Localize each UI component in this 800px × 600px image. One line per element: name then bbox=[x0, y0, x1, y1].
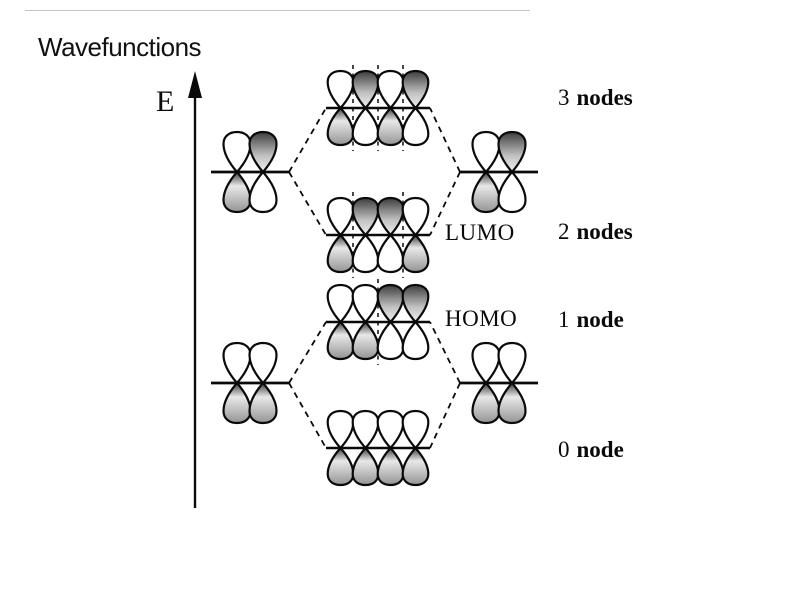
p-orbital-lobe bbox=[401, 446, 430, 487]
p-orbital-lobe bbox=[222, 130, 252, 174]
p-orbital-lobe bbox=[401, 320, 430, 361]
p-orbital bbox=[326, 409, 355, 487]
p-orbital-lobe bbox=[222, 381, 252, 425]
p-orbital-lobe bbox=[376, 69, 405, 110]
node-count-number: 0 bbox=[558, 437, 570, 462]
p-orbital-lobe bbox=[376, 320, 405, 361]
correlation-dashed-line bbox=[288, 171, 327, 236]
homo-label: HOMO bbox=[445, 306, 518, 331]
p-orbital bbox=[471, 341, 501, 425]
lumo-label: LUMO bbox=[445, 220, 515, 245]
p-orbital-lobe bbox=[471, 341, 501, 385]
correlation-dashed-line bbox=[288, 107, 327, 173]
p-orbital-lobe bbox=[326, 283, 355, 324]
p-orbital-lobe bbox=[401, 233, 430, 274]
p-orbital bbox=[248, 130, 278, 214]
correlation-dashed-line bbox=[429, 107, 461, 173]
p-orbital bbox=[376, 283, 405, 361]
correlation-dashed-line bbox=[288, 382, 327, 449]
p-orbital-lobe bbox=[351, 320, 380, 361]
p-orbital-lobe bbox=[351, 446, 380, 487]
p-orbital-lobe bbox=[376, 196, 405, 237]
p-orbital-lobe bbox=[376, 409, 405, 450]
node-count-word: node bbox=[576, 437, 624, 462]
p-orbital-lobe bbox=[222, 341, 252, 385]
p-orbital-lobe bbox=[222, 170, 252, 214]
node-count-number: 2 bbox=[558, 219, 570, 244]
p-orbital-lobe bbox=[326, 196, 355, 237]
p-orbital-lobe bbox=[401, 196, 430, 237]
p-orbital-lobe bbox=[497, 130, 527, 174]
p-orbital-lobe bbox=[326, 69, 355, 110]
p-orbital-lobe bbox=[471, 130, 501, 174]
p-orbital bbox=[401, 69, 430, 147]
p-orbital bbox=[222, 130, 252, 214]
energy-axis-label: E bbox=[156, 85, 175, 118]
p-orbital bbox=[326, 283, 355, 361]
p-orbital-lobe bbox=[248, 130, 278, 174]
slide-border-line bbox=[25, 10, 530, 11]
node-count-word: nodes bbox=[576, 85, 633, 110]
node-count-word: node bbox=[576, 307, 624, 332]
p-orbital-lobe bbox=[326, 446, 355, 487]
node-count-number: 1 bbox=[558, 307, 570, 332]
p-orbital-lobe bbox=[401, 69, 430, 110]
p-orbital-lobe bbox=[376, 233, 405, 274]
correlation-dashed-line bbox=[288, 321, 327, 384]
p-orbital-lobe bbox=[376, 106, 405, 147]
node-count-number: 3 bbox=[558, 85, 570, 110]
page-title: Wavefunctions bbox=[38, 32, 202, 62]
p-orbital bbox=[401, 196, 430, 274]
p-orbital-lobe bbox=[401, 106, 430, 147]
p-orbital-lobe bbox=[351, 409, 380, 450]
p-orbital bbox=[351, 196, 380, 274]
p-orbital-lobe bbox=[401, 409, 430, 450]
p-orbital-lobe bbox=[497, 170, 527, 214]
p-orbital-lobe bbox=[376, 446, 405, 487]
correlation-dashed-line bbox=[429, 321, 461, 384]
p-orbital-lobe bbox=[326, 320, 355, 361]
p-orbital-lobe bbox=[497, 341, 527, 385]
p-orbital bbox=[376, 196, 405, 274]
p-orbital-lobe bbox=[248, 381, 278, 425]
node-count-word: nodes bbox=[576, 219, 633, 244]
p-orbital bbox=[401, 409, 430, 487]
p-orbital bbox=[326, 196, 355, 274]
correlation-dashed-line bbox=[429, 382, 461, 449]
p-orbital bbox=[351, 409, 380, 487]
p-orbital-lobe bbox=[326, 409, 355, 450]
p-orbital bbox=[497, 130, 527, 214]
p-orbital bbox=[326, 69, 355, 147]
p-orbital-lobe bbox=[471, 381, 501, 425]
p-orbital-lobe bbox=[326, 233, 355, 274]
p-orbital bbox=[471, 130, 501, 214]
energy-axis-arrow bbox=[188, 71, 202, 98]
p-orbital-lobe bbox=[248, 341, 278, 385]
correlation-dashed-line bbox=[429, 171, 461, 236]
p-orbital bbox=[222, 341, 252, 425]
p-orbital-lobe bbox=[471, 170, 501, 214]
p-orbital-lobe bbox=[351, 69, 380, 110]
p-orbital bbox=[351, 69, 380, 147]
p-orbital-lobe bbox=[326, 106, 355, 147]
p-orbital-lobe bbox=[497, 381, 527, 425]
p-orbital-lobe bbox=[351, 283, 380, 324]
p-orbital-lobe bbox=[401, 283, 430, 324]
p-orbital bbox=[351, 283, 380, 361]
p-orbital-lobe bbox=[351, 196, 380, 237]
p-orbital-lobe bbox=[351, 106, 380, 147]
p-orbital-lobe bbox=[248, 170, 278, 214]
p-orbital-lobe bbox=[376, 283, 405, 324]
p-orbital bbox=[497, 341, 527, 425]
p-orbital-lobe bbox=[351, 233, 380, 274]
p-orbital bbox=[248, 341, 278, 425]
p-orbital bbox=[401, 283, 430, 361]
p-orbital bbox=[376, 409, 405, 487]
p-orbital bbox=[376, 69, 405, 147]
